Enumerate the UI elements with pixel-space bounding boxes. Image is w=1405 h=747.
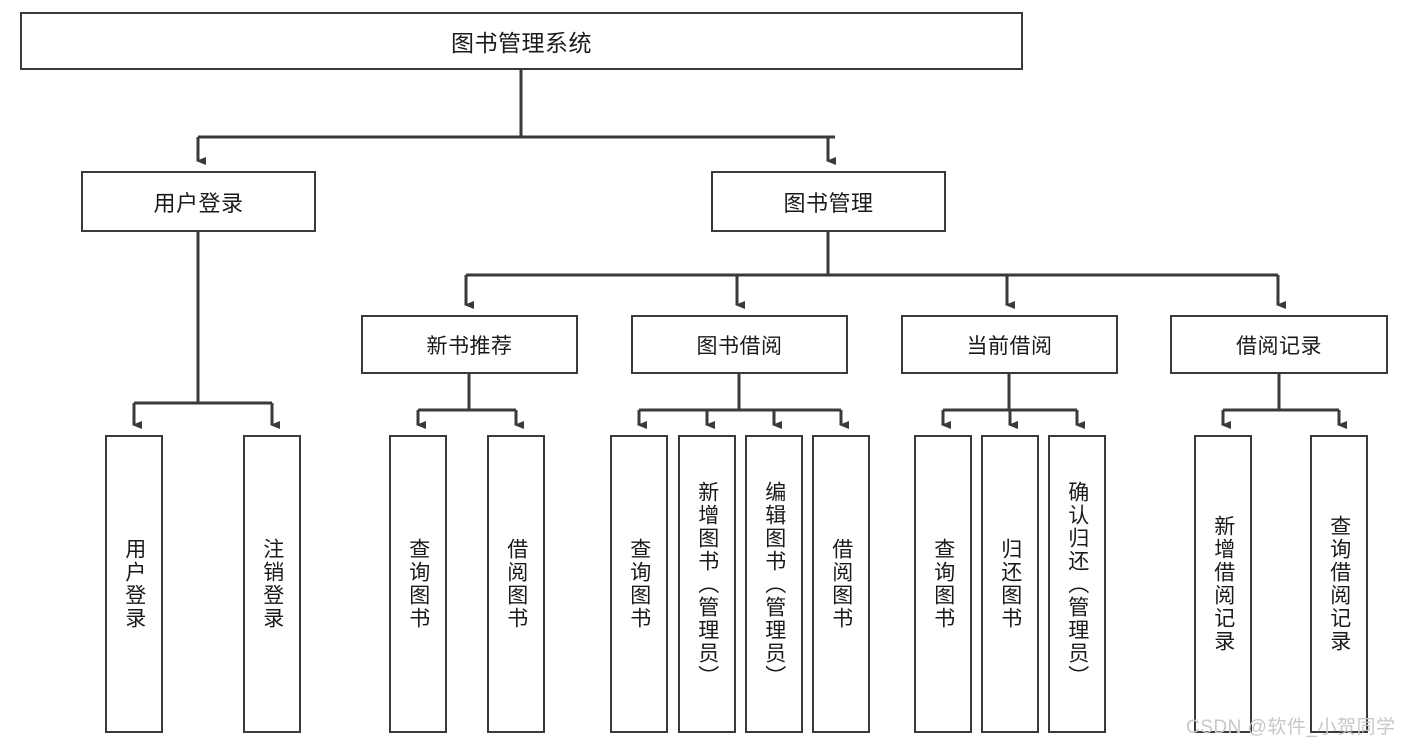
node-user-login[interactable]: 用户登录 [81, 171, 316, 232]
node-book-borrow[interactable]: 图书借阅 [631, 315, 848, 374]
node-label: 查询图书 [931, 538, 955, 630]
node-label: 查询图书 [627, 538, 651, 630]
node-label: 图书管理系统 [451, 30, 592, 56]
leaf-user-login[interactable]: 用户登录 [105, 435, 163, 733]
node-label: 编辑图书（管理员） [762, 480, 786, 688]
node-label: 用户登录 [153, 190, 244, 216]
node-label: 借阅图书 [829, 538, 853, 630]
node-current-borrow[interactable]: 当前借阅 [901, 315, 1118, 374]
node-borrow-record[interactable]: 借阅记录 [1170, 315, 1388, 374]
node-label: 归还图书 [998, 538, 1022, 630]
node-label: 注销登录 [260, 538, 284, 630]
node-label: 借阅记录 [1236, 334, 1322, 358]
leaf-query-book-recommend[interactable]: 查询图书 [389, 435, 447, 733]
leaf-logout[interactable]: 注销登录 [243, 435, 301, 733]
leaf-query-book-borrow[interactable]: 查询图书 [610, 435, 668, 733]
node-book-management[interactable]: 图书管理 [711, 171, 946, 232]
leaf-query-book-current[interactable]: 查询图书 [914, 435, 972, 733]
leaf-add-borrow-record[interactable]: 新增借阅记录 [1194, 435, 1252, 733]
leaf-borrow-book-recommend[interactable]: 借阅图书 [487, 435, 545, 733]
leaf-query-borrow-record[interactable]: 查询借阅记录 [1310, 435, 1368, 733]
node-new-book-recommend[interactable]: 新书推荐 [361, 315, 578, 374]
node-label: 查询借阅记录 [1327, 515, 1351, 653]
watermark: CSDN @软件_小贺同学 [1186, 717, 1396, 738]
node-label: 图书管理 [783, 190, 874, 216]
node-label: 查询图书 [406, 538, 430, 630]
leaf-return-book[interactable]: 归还图书 [981, 435, 1039, 733]
node-label: 图书借阅 [696, 334, 783, 358]
leaf-borrow-book[interactable]: 借阅图书 [812, 435, 870, 733]
node-label: 新书推荐 [426, 334, 513, 358]
node-label: 当前借阅 [966, 334, 1053, 358]
node-label: 用户登录 [122, 538, 146, 630]
node-root[interactable]: 图书管理系统 [20, 12, 1023, 70]
leaf-confirm-return-admin[interactable]: 确认归还（管理员） [1048, 435, 1106, 733]
node-label: 新增借阅记录 [1211, 515, 1235, 653]
node-label: 新增图书（管理员） [695, 480, 719, 688]
leaf-add-book-admin[interactable]: 新增图书（管理员） [678, 435, 736, 733]
node-label: 确认归还（管理员） [1065, 480, 1089, 688]
leaf-edit-book-admin[interactable]: 编辑图书（管理员） [745, 435, 803, 733]
node-label: 借阅图书 [504, 538, 528, 630]
